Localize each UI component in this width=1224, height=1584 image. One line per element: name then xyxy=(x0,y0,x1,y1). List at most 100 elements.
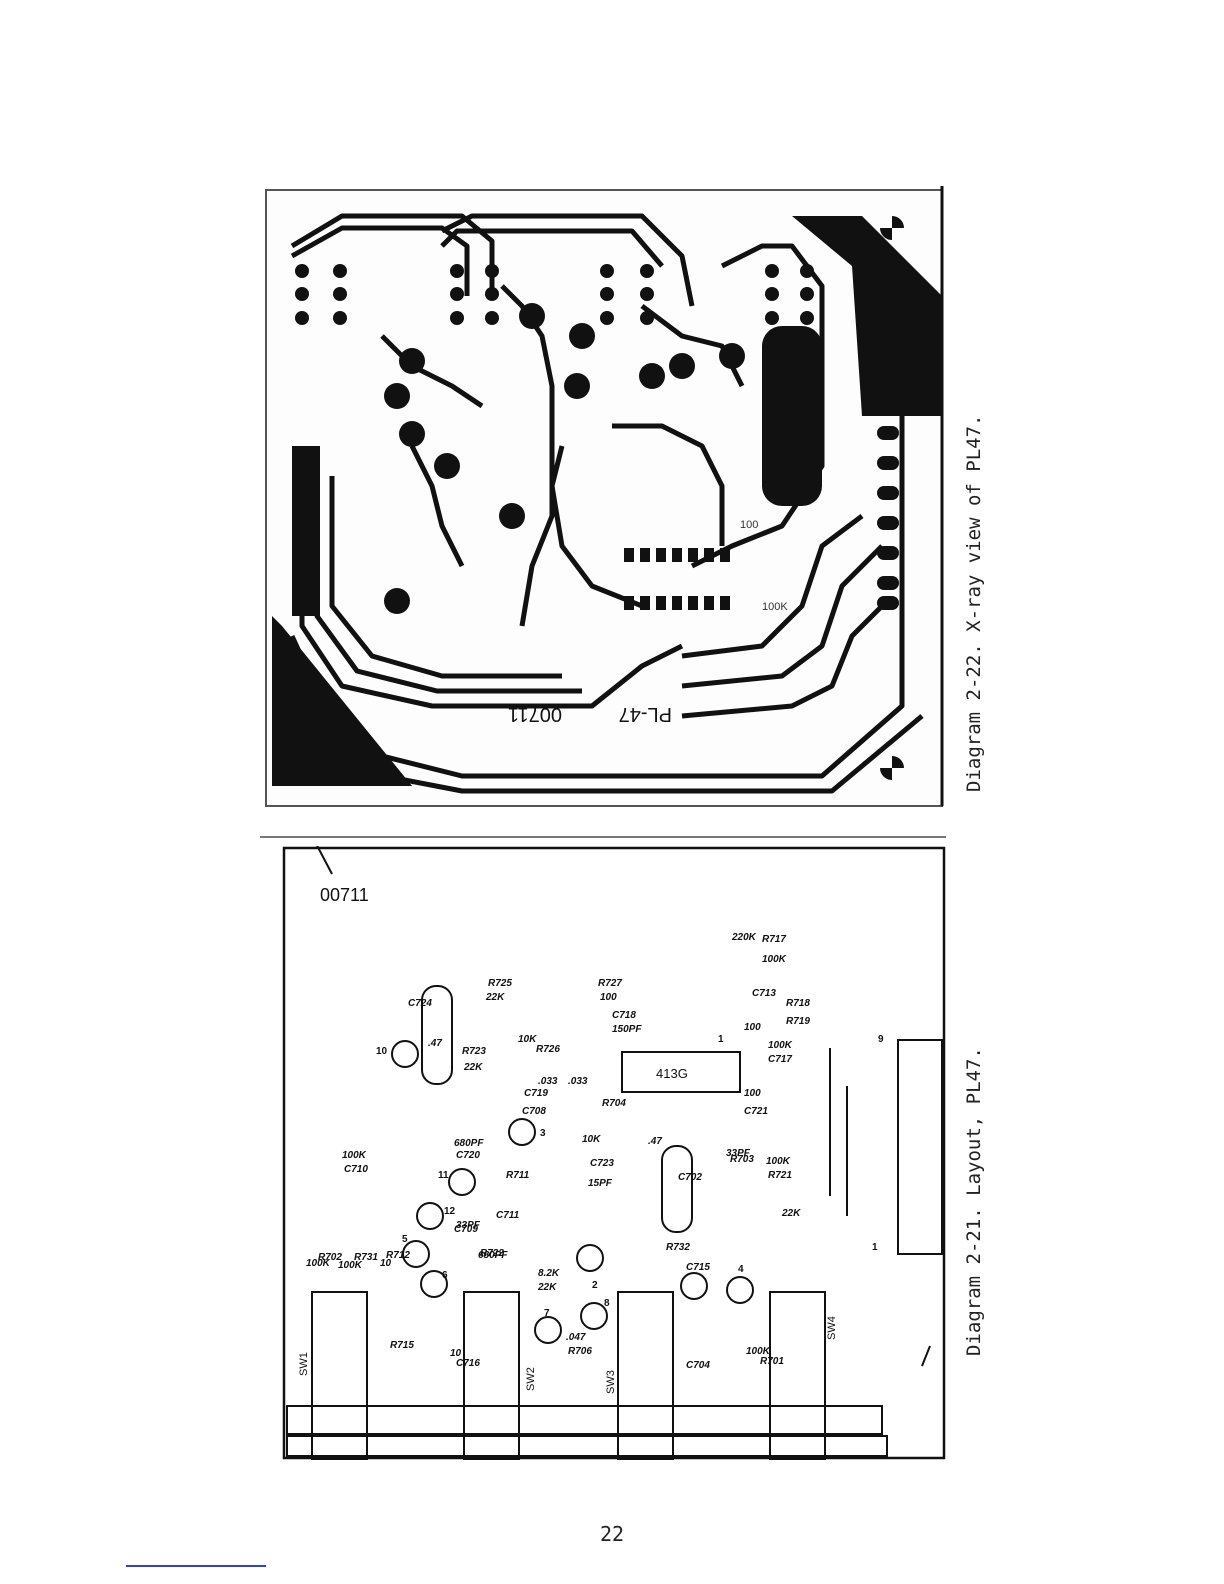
svg-text:11: 11 xyxy=(438,1170,449,1181)
switch-label-sw2: SW2 xyxy=(525,1367,537,1391)
component-label: 100K xyxy=(766,1156,791,1167)
component-label: .033 xyxy=(538,1076,558,1087)
ic-chip-outline xyxy=(621,1051,741,1093)
xray-power-buses xyxy=(272,216,942,786)
component-label: 100K xyxy=(342,1150,367,1161)
layout-serial-label: 00711 xyxy=(320,885,369,905)
component-label: R722 xyxy=(480,1248,504,1259)
component-label: R721 xyxy=(768,1170,792,1181)
layout-switch-labels: SW1 SW2 SW3 SW4 xyxy=(298,1316,838,1394)
component-label: C724 xyxy=(408,998,432,1009)
layout-switches xyxy=(286,1039,943,1460)
component-label: R719 xyxy=(786,1016,810,1027)
xray-board-value-100: 100 xyxy=(740,519,758,531)
component-label: C704 xyxy=(686,1360,710,1371)
switch-label-sw4: SW4 xyxy=(826,1316,838,1340)
svg-text:8: 8 xyxy=(604,1298,610,1309)
component-label: C720 xyxy=(456,1150,480,1161)
component-label: 22K xyxy=(781,1208,801,1219)
component-label: C708 xyxy=(522,1106,546,1117)
component-label: R726 xyxy=(536,1044,560,1055)
component-label: .047 xyxy=(566,1332,586,1343)
component-label: C721 xyxy=(744,1106,768,1117)
svg-text:2: 2 xyxy=(592,1280,598,1291)
component-label: 680PF xyxy=(454,1138,484,1149)
svg-text:9: 9 xyxy=(878,1034,884,1045)
xray-traces xyxy=(279,213,924,794)
component-label: 10K xyxy=(582,1134,601,1145)
component-label: 100K xyxy=(762,954,787,965)
component-label: 33PF xyxy=(456,1220,481,1231)
layout-component-labels: R72522KR727100C724.47R72322KR72610KC7181… xyxy=(306,932,810,1371)
component-label: C716 xyxy=(456,1358,480,1369)
component-label: 100 xyxy=(600,992,617,1003)
component-label: C718 xyxy=(612,1010,636,1021)
svg-text:10: 10 xyxy=(376,1046,388,1057)
svg-text:6: 6 xyxy=(442,1270,448,1281)
component-label: .47 xyxy=(648,1136,662,1147)
component-label: R718 xyxy=(786,998,810,1009)
xray-pads xyxy=(295,264,899,614)
component-label: C710 xyxy=(344,1164,368,1175)
component-label: C713 xyxy=(752,988,776,999)
component-label: 150PF xyxy=(612,1024,642,1035)
component-label: R711 xyxy=(506,1170,530,1181)
component-label: R712 xyxy=(386,1250,410,1261)
svg-text:7: 7 xyxy=(544,1308,550,1319)
page-number: 22 xyxy=(599,1522,625,1546)
component-label: R702 xyxy=(318,1252,342,1263)
component-label: R706 xyxy=(568,1346,592,1357)
component-label: 8.2K xyxy=(538,1268,560,1279)
component-label: 10 xyxy=(450,1348,462,1359)
svg-text:12: 12 xyxy=(444,1206,456,1217)
component-label: 100K xyxy=(306,1258,331,1269)
component-label: C709 xyxy=(454,1224,478,1235)
xray-board-value-100k: 100K xyxy=(762,601,788,613)
component-label: .033 xyxy=(568,1076,588,1087)
component-label: R731 xyxy=(354,1252,378,1263)
layout-pads xyxy=(391,985,848,1344)
svg-text:1: 1 xyxy=(718,1034,724,1045)
xray-board-outline xyxy=(265,189,943,807)
component-label: C723 xyxy=(590,1158,614,1169)
ic-chip-label: 413G xyxy=(656,1066,688,1081)
component-label: 100K xyxy=(768,1040,793,1051)
component-label: R704 xyxy=(602,1098,626,1109)
layout-diagram-caption: Diagram 2-21. Layout, PL47. xyxy=(963,1047,985,1356)
svg-text:5: 5 xyxy=(402,1234,408,1245)
component-label: C711 xyxy=(496,1210,520,1221)
component-label: 33PF xyxy=(726,1148,751,1159)
component-label: 22K xyxy=(463,1062,483,1073)
component-label: R732 xyxy=(666,1242,690,1253)
footnote-rule xyxy=(126,1565,266,1567)
component-label: R727 xyxy=(598,978,622,989)
component-label: C717 xyxy=(768,1054,792,1065)
svg-text:1: 1 xyxy=(872,1242,878,1253)
component-label: C719 xyxy=(524,1088,548,1099)
component-label: C702 xyxy=(678,1172,702,1183)
switch-label-sw1: SW1 xyxy=(298,1352,310,1376)
svg-text:4: 4 xyxy=(738,1264,744,1275)
component-label: 10K xyxy=(518,1034,537,1045)
layout-board-diagram: 00711 SW1 SW2 SW3 SW4 413G 1 9 1 10 11 1… xyxy=(282,846,946,1460)
component-label: 220K xyxy=(731,932,757,943)
layout-board-outline xyxy=(282,846,946,1460)
component-label: 15PF xyxy=(588,1178,613,1189)
xray-board-model-text: PL-47 xyxy=(619,703,672,725)
component-label: R725 xyxy=(488,978,512,989)
component-label: R715 xyxy=(390,1340,414,1351)
xray-board-serial-text: 00711 xyxy=(508,703,562,725)
component-label: 22K xyxy=(537,1282,557,1293)
xray-registration-marks xyxy=(295,216,904,780)
component-label: 10 xyxy=(380,1258,392,1269)
component-label: R723 xyxy=(462,1046,486,1057)
switch-label-sw3: SW3 xyxy=(605,1370,617,1394)
component-label: 100K xyxy=(338,1260,363,1271)
divider-line xyxy=(260,836,946,838)
component-label: 22K xyxy=(485,992,505,1003)
component-label: 680PF xyxy=(478,1250,508,1261)
xray-board-diagram: PL-47 00711 100 100K xyxy=(265,186,944,807)
component-label: 100 xyxy=(744,1022,761,1033)
svg-text:3: 3 xyxy=(540,1128,546,1139)
component-label: R701 xyxy=(760,1356,784,1367)
